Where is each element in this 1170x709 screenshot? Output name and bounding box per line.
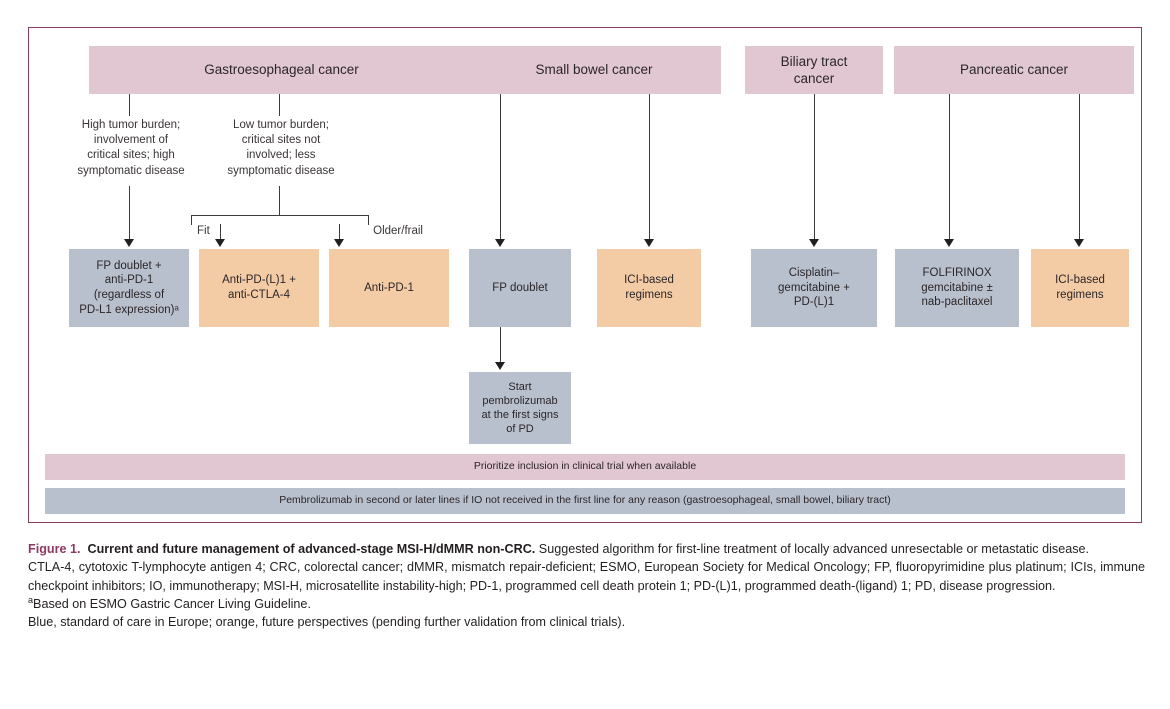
treatment-label: Cisplatin– gemcitabine + PD-(L)1	[778, 266, 850, 309]
arrowhead-ici-based-regimens-small-bowel	[644, 239, 654, 247]
arrowhead-ici-based-regimens-pancreatic	[1074, 239, 1084, 247]
treatment-ici-based-regimens-small-bowel: ICI-based regimens	[597, 249, 701, 327]
treatment-label: FP doublet	[492, 281, 548, 294]
followup-label: Start pembrolizumab at the first signs o…	[481, 380, 559, 436]
caption-footnote-line: aBased on ESMO Gastric Cancer Living Gui…	[28, 595, 1145, 613]
figure-label: Figure 1.	[28, 542, 81, 556]
caption-abbreviations: CTLA-4, cytotoxic T-lymphocyte antigen 4…	[28, 560, 1145, 593]
connector-small-bowel-to-ici	[649, 94, 651, 242]
connector-fit-drop	[191, 215, 193, 225]
bar-pembrolizumab-second-line: Pembrolizumab in second or later lines i…	[45, 488, 1125, 514]
header-label: Small bowel cancer	[535, 62, 653, 78]
connector-fit-frail-split	[191, 215, 369, 217]
condition-low-tumor-burden: Low tumor burden; critical sites not inv…	[227, 119, 335, 177]
figure-frame: Gastroesophageal cancer Small bowel canc…	[28, 27, 1142, 523]
treatment-label: Anti-PD-1	[364, 281, 414, 294]
footnote-marker: a	[28, 594, 34, 605]
connector-gastro-high-burden-to-treatment	[129, 186, 131, 242]
arrowhead-cisplatin-gemcitabine	[809, 239, 819, 247]
connector-gastro-high-burden-stub	[129, 94, 131, 116]
arrowhead-folfirinox	[944, 239, 954, 247]
caption-title: Current and future management of advance…	[87, 542, 536, 556]
connector-fp-doublet-to-pembrolizumab	[500, 327, 502, 365]
header-label: Biliary tract cancer	[780, 53, 848, 86]
followup-start-pembrolizumab: Start pembrolizumab at the first signs o…	[469, 372, 571, 444]
caption-legend: Blue, standard of care in Europe; orange…	[28, 615, 626, 629]
header-small-bowel-cancer: Small bowel cancer	[467, 46, 721, 94]
caption-footnote: Based on ESMO Gastric Cancer Living Guid…	[33, 596, 311, 611]
arrowhead-fp-doublet	[495, 239, 505, 247]
arrowhead-fp-doublet-anti-pd1	[124, 239, 134, 247]
connector-small-bowel-to-fp-doublet	[500, 94, 502, 242]
caption-subtitle: Suggested algorithm for first-line treat…	[538, 542, 1090, 556]
treatment-fp-doublet-anti-pd1: FP doublet + anti-PD-1 (regardless of PD…	[69, 249, 189, 327]
connector-older-frail-to-treatment	[339, 224, 341, 242]
arrowhead-start-pembrolizumab	[495, 362, 505, 370]
treatment-cisplatin-gemcitabine-pdl1: Cisplatin– gemcitabine + PD-(L)1	[751, 249, 877, 327]
bar-prioritize-clinical-trial: Prioritize inclusion in clinical trial w…	[45, 454, 1125, 480]
treatment-label: FOLFIRINOX gemcitabine ± nab-paclitaxel	[921, 266, 993, 309]
connector-pancreatic-to-ici	[1079, 94, 1081, 242]
header-biliary-tract-cancer: Biliary tract cancer	[745, 46, 883, 94]
header-gastroesophageal-cancer: Gastroesophageal cancer	[89, 46, 474, 94]
condition-high-tumor-burden: High tumor burden; involvement of critic…	[77, 119, 185, 177]
arrowhead-anti-pdl1-anti-ctla4	[215, 239, 225, 247]
treatment-label: FP doublet + anti-PD-1 (regardless of PD…	[79, 259, 179, 316]
treatment-anti-pdl1-anti-ctla4: Anti-PD-(L)1 + anti-CTLA-4	[199, 249, 319, 327]
header-pancreatic-cancer: Pancreatic cancer	[894, 46, 1134, 94]
connector-pancreatic-to-folfirinox	[949, 94, 951, 242]
treatment-ici-based-regimens-pancreatic: ICI-based regimens	[1031, 249, 1129, 327]
connector-gastro-low-burden-stub	[279, 94, 281, 116]
treatment-label: ICI-based regimens	[624, 274, 674, 301]
connector-older-frail-drop	[368, 215, 370, 225]
treatment-anti-pd1: Anti-PD-1	[329, 249, 449, 327]
connector-gastro-low-burden-to-split	[279, 186, 281, 216]
treatment-folfirinox-gemcitabine-nab-paclitaxel: FOLFIRINOX gemcitabine ± nab-paclitaxel	[895, 249, 1019, 327]
arrowhead-anti-pd1	[334, 239, 344, 247]
connector-fit-to-treatment	[220, 224, 222, 242]
treatment-fp-doublet: FP doublet	[469, 249, 571, 327]
header-label: Pancreatic cancer	[959, 62, 1069, 78]
caption-title-line: Figure 1. Current and future management …	[28, 540, 1145, 558]
bar-label: Pembrolizumab in second or later lines i…	[279, 494, 891, 507]
condition-fit: Fit	[197, 225, 210, 237]
figure-caption: Figure 1. Current and future management …	[28, 540, 1145, 631]
header-label: Gastroesophageal cancer	[204, 62, 359, 78]
condition-older-frail: Older/frail	[373, 225, 423, 237]
connector-biliary-to-cisplatin	[814, 94, 816, 242]
treatment-label: ICI-based regimens	[1055, 274, 1105, 301]
treatment-label: Anti-PD-(L)1 + anti-CTLA-4	[222, 274, 296, 301]
bar-label: Prioritize inclusion in clinical trial w…	[473, 460, 697, 473]
